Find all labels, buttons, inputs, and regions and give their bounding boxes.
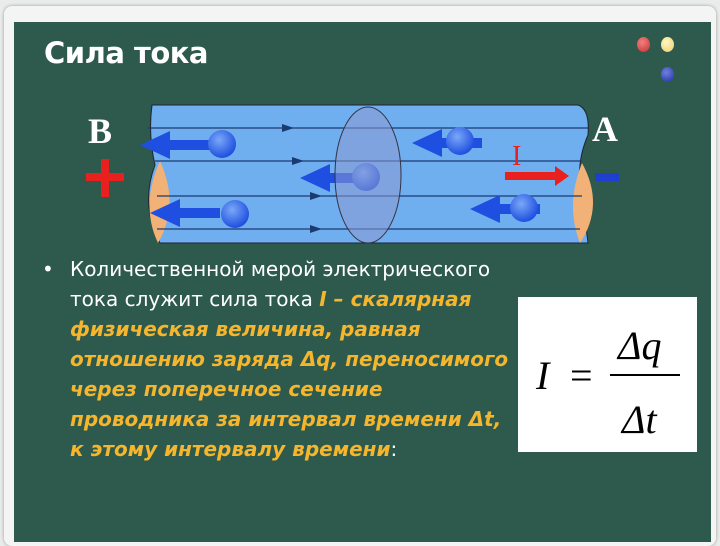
blue-magnet-icon bbox=[661, 67, 674, 82]
yellow-magnet-icon bbox=[661, 37, 674, 52]
current-diagram: I B A bbox=[86, 104, 619, 244]
bullet-end: : bbox=[390, 437, 398, 461]
minus-sign-icon bbox=[595, 173, 619, 181]
electron bbox=[150, 199, 249, 228]
right-end-cap bbox=[572, 163, 594, 243]
field-line-arrows bbox=[282, 124, 322, 233]
red-magnet-icon bbox=[637, 37, 650, 52]
left-end-cap bbox=[149, 161, 170, 243]
bullet-highlight: I – скалярная физическая величина, равна… bbox=[70, 287, 509, 461]
current-arrow bbox=[505, 166, 569, 186]
electron bbox=[140, 130, 236, 159]
slide-title: Сила тока bbox=[44, 36, 209, 70]
label-a: A bbox=[592, 109, 618, 149]
formula-numerator: Δq bbox=[616, 323, 661, 368]
label-b: B bbox=[88, 111, 112, 151]
current-label: I bbox=[512, 141, 521, 172]
formula-denominator: Δt bbox=[620, 397, 657, 442]
plus-sign-icon bbox=[86, 159, 124, 197]
bullet-dot: • bbox=[42, 257, 54, 281]
electron bbox=[412, 127, 482, 157]
formula-lhs: I bbox=[535, 353, 551, 398]
bullet-text: Количественной мерой электрического тока… bbox=[70, 257, 491, 311]
cross-section bbox=[334, 106, 402, 244]
formula-box: I = Δq Δt bbox=[518, 297, 697, 452]
bullet-item: • Количественной мерой электрического то… bbox=[42, 254, 512, 464]
formula-equals: = bbox=[570, 353, 593, 398]
electron bbox=[470, 194, 540, 223]
